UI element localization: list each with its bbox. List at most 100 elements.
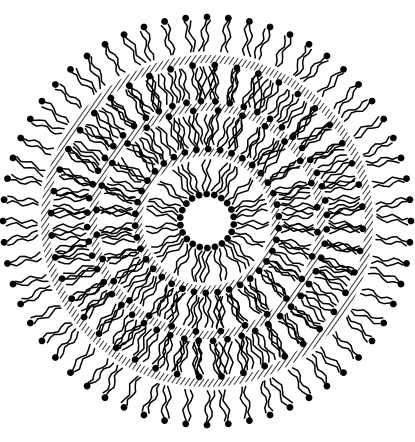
lipid-molecule bbox=[48, 232, 86, 240]
lipid-head bbox=[340, 66, 347, 73]
lipid-head bbox=[403, 175, 410, 182]
lipid-tail bbox=[126, 38, 146, 63]
lipid-head bbox=[323, 212, 330, 219]
lipid-head bbox=[137, 245, 144, 252]
lipid-head bbox=[150, 265, 157, 272]
lipid-head bbox=[27, 320, 34, 327]
lipid-tail bbox=[300, 58, 324, 79]
lipid-head bbox=[224, 336, 231, 343]
lipid-head bbox=[183, 236, 190, 243]
lipid-tail bbox=[228, 178, 250, 199]
lipid-head bbox=[124, 140, 131, 147]
lipid-tail bbox=[161, 386, 166, 417]
lipid-head bbox=[191, 288, 198, 295]
lipid-molecule bbox=[333, 332, 362, 361]
lipid-head bbox=[134, 234, 141, 241]
lipid-head bbox=[17, 301, 24, 308]
lipid-head bbox=[297, 157, 304, 164]
lipid-molecule bbox=[202, 290, 213, 328]
lipid-head bbox=[297, 293, 304, 300]
lipid-molecule bbox=[219, 390, 232, 427]
lipid-head bbox=[398, 155, 405, 162]
lipid-molecule bbox=[306, 281, 338, 305]
lipid-head bbox=[218, 240, 225, 247]
lipid-molecule bbox=[198, 67, 207, 105]
lipid-tail bbox=[128, 90, 149, 113]
lipid-head bbox=[380, 116, 387, 123]
lipid-molecule bbox=[4, 252, 41, 267]
lipid-head bbox=[294, 91, 301, 98]
lipid-tail bbox=[283, 207, 314, 211]
lipid-tail bbox=[285, 315, 298, 344]
lipid-molecule bbox=[261, 381, 273, 418]
lipid-head bbox=[224, 235, 231, 242]
lipid-head bbox=[406, 196, 413, 203]
lipid-head bbox=[196, 373, 203, 380]
lipid-head bbox=[279, 124, 286, 131]
lipid-head bbox=[85, 238, 92, 245]
lipid-head bbox=[403, 260, 410, 267]
lipid-tail bbox=[361, 294, 390, 304]
lipid-tail bbox=[364, 143, 392, 156]
lipid-head bbox=[183, 99, 190, 106]
lipid-head bbox=[321, 240, 328, 247]
lipid-head bbox=[65, 146, 72, 153]
lipid-head bbox=[298, 276, 305, 283]
lipid-molecule bbox=[275, 211, 312, 220]
lipid-molecule bbox=[113, 311, 135, 344]
lipid-head bbox=[408, 218, 415, 225]
lipid-head bbox=[166, 113, 173, 120]
lipid-head bbox=[342, 289, 349, 296]
lipid-molecule bbox=[366, 155, 404, 167]
lipid-tail bbox=[148, 384, 159, 413]
lipid-head bbox=[205, 146, 212, 153]
lipid-head bbox=[230, 213, 237, 220]
lipid-molecule bbox=[146, 222, 184, 234]
lipid-head bbox=[132, 356, 139, 363]
lipid-molecule bbox=[56, 166, 91, 185]
lipid-head bbox=[318, 254, 325, 261]
lipid-molecule bbox=[363, 135, 396, 157]
lipid-head bbox=[218, 373, 225, 380]
lipid-head bbox=[99, 256, 106, 263]
lipid-head bbox=[369, 338, 376, 345]
lipid-tail bbox=[106, 48, 119, 76]
lipid-head bbox=[380, 320, 387, 327]
lipid-head bbox=[81, 314, 88, 321]
lipid-head bbox=[10, 155, 17, 162]
lipid-molecule bbox=[204, 391, 215, 428]
lipid-head bbox=[390, 135, 397, 142]
lipid-head bbox=[264, 311, 271, 318]
lipid-tail bbox=[275, 253, 303, 266]
lipid-head bbox=[196, 192, 203, 199]
lipid-head bbox=[179, 229, 186, 236]
lipid-molecule bbox=[67, 66, 96, 94]
lipid-head bbox=[59, 275, 66, 282]
lipid-head bbox=[275, 213, 282, 220]
lipid-molecule bbox=[1, 196, 38, 206]
lipid-molecule bbox=[48, 210, 86, 219]
lipid-head bbox=[169, 103, 176, 110]
lipid-head bbox=[174, 371, 181, 378]
lipid-head bbox=[309, 253, 316, 260]
lipid-head bbox=[132, 210, 139, 217]
lipid-head bbox=[193, 328, 200, 335]
lipid-head bbox=[239, 155, 246, 162]
lipid-head bbox=[93, 231, 100, 238]
lipid-head bbox=[77, 127, 84, 134]
lipid-molecule bbox=[192, 244, 203, 282]
lipid-tail bbox=[142, 384, 157, 411]
lipid-head bbox=[246, 18, 253, 25]
lipid-tail bbox=[74, 349, 94, 372]
lipid-head bbox=[265, 179, 272, 186]
lipid-molecule bbox=[200, 245, 211, 282]
lipid-head bbox=[211, 192, 218, 199]
lipid-head bbox=[240, 103, 247, 110]
lipid-head bbox=[230, 221, 237, 228]
lipid-head bbox=[138, 188, 145, 195]
lipid-head bbox=[398, 281, 405, 288]
lipid-head bbox=[189, 241, 196, 248]
lipid-tail bbox=[272, 378, 292, 403]
lipid-head bbox=[218, 195, 225, 202]
lipid-molecule bbox=[199, 14, 211, 51]
